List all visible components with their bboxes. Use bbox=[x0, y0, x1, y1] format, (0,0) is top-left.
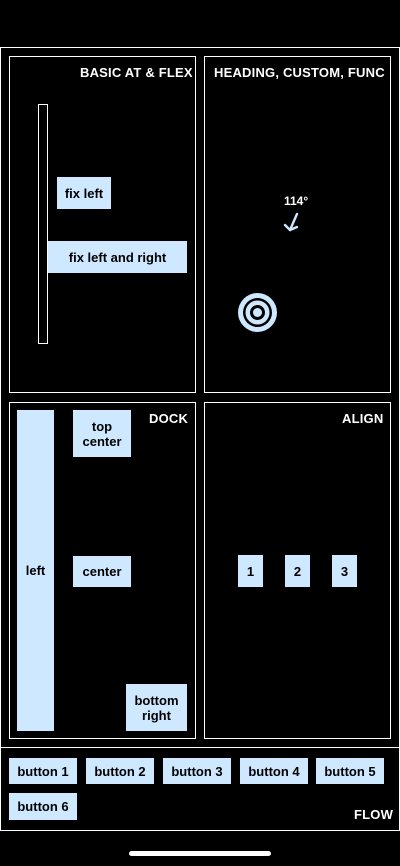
arrow-icon bbox=[283, 212, 299, 232]
vertical-bar bbox=[38, 104, 48, 344]
flow-button-5[interactable]: button 5 bbox=[316, 758, 384, 784]
panel-basic-title: BASIC AT & FLEX bbox=[80, 65, 193, 80]
align-item-3[interactable]: 3 bbox=[332, 555, 357, 587]
dock-bottom-right[interactable]: bottom right bbox=[126, 684, 187, 731]
flow-button-3[interactable]: button 3 bbox=[163, 758, 231, 784]
fix-left-right-box[interactable]: fix left and right bbox=[48, 241, 187, 273]
heading-angle-label: 114° bbox=[284, 194, 309, 208]
dock-center[interactable]: center bbox=[73, 556, 131, 587]
flow-button-6[interactable]: button 6 bbox=[9, 793, 77, 820]
home-indicator[interactable] bbox=[129, 851, 271, 856]
align-item-1[interactable]: 1 bbox=[238, 555, 263, 587]
panel-align bbox=[204, 402, 391, 739]
panel-heading bbox=[204, 56, 391, 393]
flow-button-4[interactable]: button 4 bbox=[240, 758, 308, 784]
target-icon[interactable] bbox=[237, 292, 278, 333]
panel-flow-title: FLOW bbox=[354, 807, 394, 822]
align-item-2[interactable]: 2 bbox=[285, 555, 310, 587]
panel-basic bbox=[9, 56, 196, 393]
dock-top-center[interactable]: top center bbox=[73, 410, 131, 457]
fix-left-box[interactable]: fix left bbox=[57, 177, 111, 209]
panel-flow-divider bbox=[0, 747, 400, 748]
panel-dock-title: DOCK bbox=[149, 411, 189, 426]
dock-left[interactable]: left bbox=[17, 410, 54, 731]
flow-button-2[interactable]: button 2 bbox=[86, 758, 154, 784]
panel-dock bbox=[9, 402, 196, 739]
panel-align-title: ALIGN bbox=[342, 411, 384, 426]
flow-button-1[interactable]: button 1 bbox=[9, 758, 77, 784]
panel-heading-title: HEADING, CUSTOM, FUNC bbox=[214, 65, 385, 80]
